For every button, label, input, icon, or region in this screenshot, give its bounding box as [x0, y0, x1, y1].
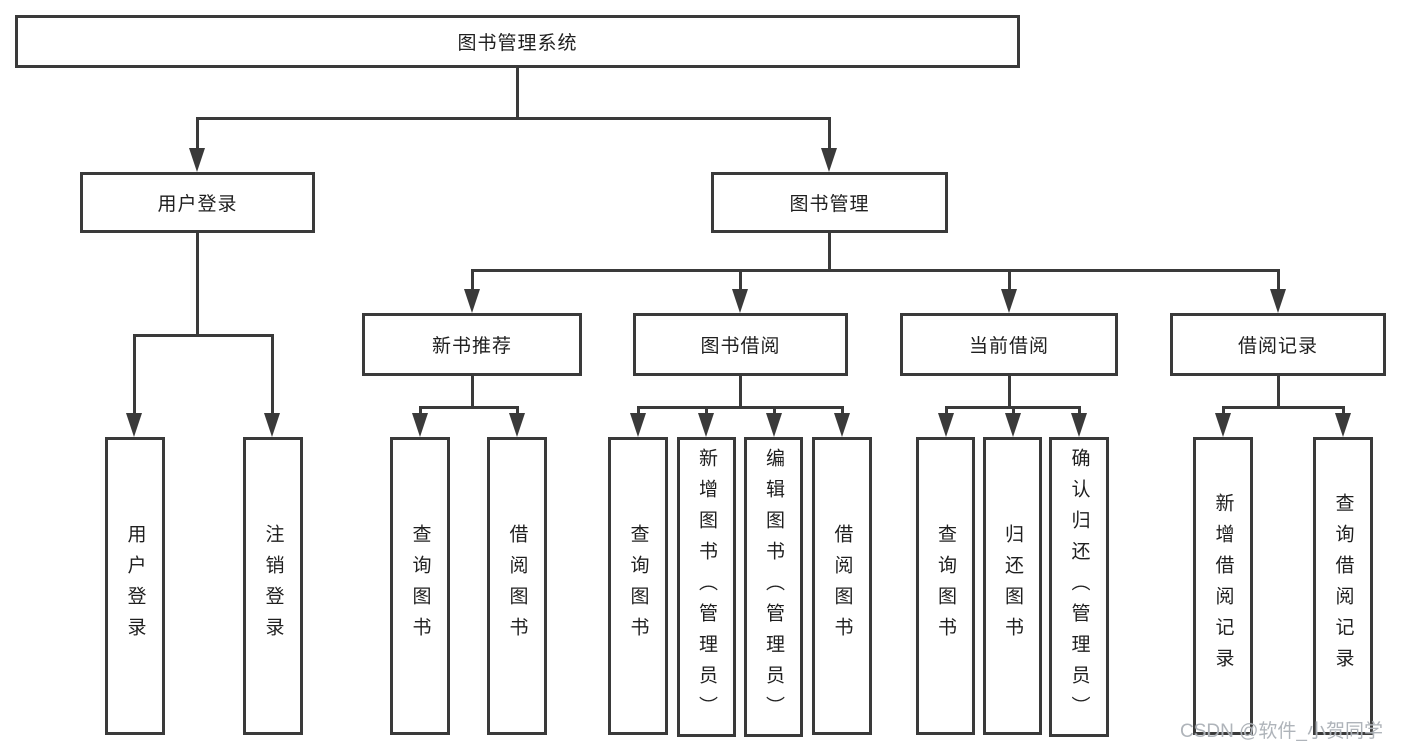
- connector-line: [1341, 406, 1345, 413]
- connector-line: [470, 269, 1280, 272]
- leaf-edit-book-admin: 编辑图书（管理员）: [744, 437, 803, 737]
- node-root: 图书管理系统: [15, 15, 1020, 68]
- connector-line: [738, 269, 742, 289]
- node-user-login-label: 用户登录: [157, 194, 238, 215]
- leaf-query-borrow-record: 查询借阅记录: [1313, 437, 1373, 735]
- node-book-borrow: 图书借阅: [633, 313, 848, 376]
- leaf-user-login-label: 用户登录: [124, 524, 146, 648]
- arrowhead-icon: [938, 413, 954, 437]
- leaf-logout: 注销登录: [243, 437, 303, 735]
- leaf-borrow-book-recommend: 借阅图书: [487, 437, 547, 735]
- arrowhead-icon: [698, 413, 714, 437]
- leaf-logout-label: 注销登录: [262, 524, 284, 648]
- leaf-query-book-current: 查询图书: [916, 437, 975, 735]
- node-book-management: 图书管理: [711, 172, 948, 233]
- arrowhead-icon: [189, 148, 205, 172]
- node-new-book-recommend: 新书推荐: [362, 313, 582, 376]
- connector-line: [704, 406, 708, 413]
- leaf-query-book-borrow-label: 查询图书: [627, 524, 649, 648]
- leaf-confirm-return-admin: 确认归还（管理员）: [1049, 437, 1109, 737]
- arrowhead-icon: [1001, 289, 1017, 313]
- node-root-label: 图书管理系统: [457, 33, 578, 54]
- connector-line: [515, 68, 519, 120]
- connector-line: [1276, 269, 1280, 289]
- node-new-book-recommend-label: 新书推荐: [431, 336, 512, 357]
- node-borrow-records: 借阅记录: [1170, 313, 1386, 376]
- arrowhead-icon: [1215, 413, 1231, 437]
- connector-line: [1077, 406, 1081, 413]
- leaf-user-login: 用户登录: [105, 437, 165, 735]
- leaf-query-book-current-label: 查询图书: [935, 524, 956, 648]
- connector-line: [270, 334, 274, 413]
- leaf-borrow-book: 借阅图书: [812, 437, 872, 735]
- leaf-borrow-book-recommend-label: 借阅图书: [506, 524, 528, 648]
- connector-line: [1011, 406, 1015, 413]
- leaf-add-borrow-record: 新增借阅记录: [1193, 437, 1253, 735]
- arrowhead-icon: [1005, 413, 1021, 437]
- leaf-add-borrow-record-label: 新增借阅记录: [1212, 493, 1234, 679]
- arrowhead-icon: [1270, 289, 1286, 313]
- connector-line: [132, 334, 136, 413]
- leaf-query-borrow-record-label: 查询借阅记录: [1332, 493, 1354, 679]
- connector-line: [418, 406, 519, 409]
- arrowhead-icon: [766, 413, 782, 437]
- leaf-add-book-admin: 新增图书（管理员）: [677, 437, 736, 737]
- leaf-query-book-borrow: 查询图书: [608, 437, 668, 735]
- leaf-edit-book-admin-label: 编辑图书（管理员）: [763, 447, 784, 727]
- node-book-borrow-label: 图书借阅: [700, 336, 781, 357]
- arrowhead-icon: [264, 413, 280, 437]
- connector-line: [827, 233, 831, 272]
- connector-line: [1221, 406, 1345, 409]
- leaf-confirm-return-admin-label: 确认归还（管理员）: [1068, 447, 1090, 727]
- arrowhead-icon: [834, 413, 850, 437]
- arrowhead-icon: [732, 289, 748, 313]
- leaf-return-book: 归还图书: [983, 437, 1042, 735]
- arrowhead-icon: [464, 289, 480, 313]
- connector-line: [738, 376, 742, 406]
- arrowhead-icon: [1335, 413, 1351, 437]
- csdn-watermark: CSDN @软件_小贺同学: [1180, 721, 1383, 742]
- node-current-borrow: 当前借阅: [900, 313, 1118, 376]
- connector-line: [827, 117, 831, 148]
- leaf-return-book-label: 归还图书: [1002, 524, 1023, 648]
- connector-line: [636, 406, 640, 413]
- connector-line: [470, 376, 474, 406]
- leaf-query-book-recommend: 查询图书: [390, 437, 450, 735]
- connector-line: [944, 406, 948, 413]
- arrowhead-icon: [509, 413, 525, 437]
- leaf-add-book-admin-label: 新增图书（管理员）: [696, 447, 717, 727]
- connector-line: [772, 406, 776, 413]
- connector-line: [132, 334, 274, 337]
- connector-line: [418, 406, 422, 413]
- leaf-query-book-recommend-label: 查询图书: [409, 524, 431, 648]
- connector-line: [636, 406, 844, 409]
- connector-line: [1221, 406, 1225, 413]
- leaf-borrow-book-label: 借阅图书: [831, 524, 853, 648]
- node-current-borrow-label: 当前借阅: [968, 336, 1049, 357]
- node-borrow-records-label: 借阅记录: [1237, 336, 1318, 357]
- arrowhead-icon: [126, 413, 142, 437]
- connector-line: [1007, 269, 1011, 289]
- arrowhead-icon: [821, 148, 837, 172]
- connector-line: [515, 406, 519, 413]
- connector-line: [195, 233, 199, 336]
- connector-line: [195, 117, 831, 120]
- connector-line: [195, 117, 199, 148]
- connector-line: [470, 269, 474, 289]
- node-book-management-label: 图书管理: [789, 194, 870, 215]
- connector-line: [840, 406, 844, 413]
- arrowhead-icon: [412, 413, 428, 437]
- arrowhead-icon: [1071, 413, 1087, 437]
- arrowhead-icon: [630, 413, 646, 437]
- connector-line: [1007, 376, 1011, 406]
- connector-line: [1276, 376, 1280, 406]
- node-user-login: 用户登录: [80, 172, 315, 233]
